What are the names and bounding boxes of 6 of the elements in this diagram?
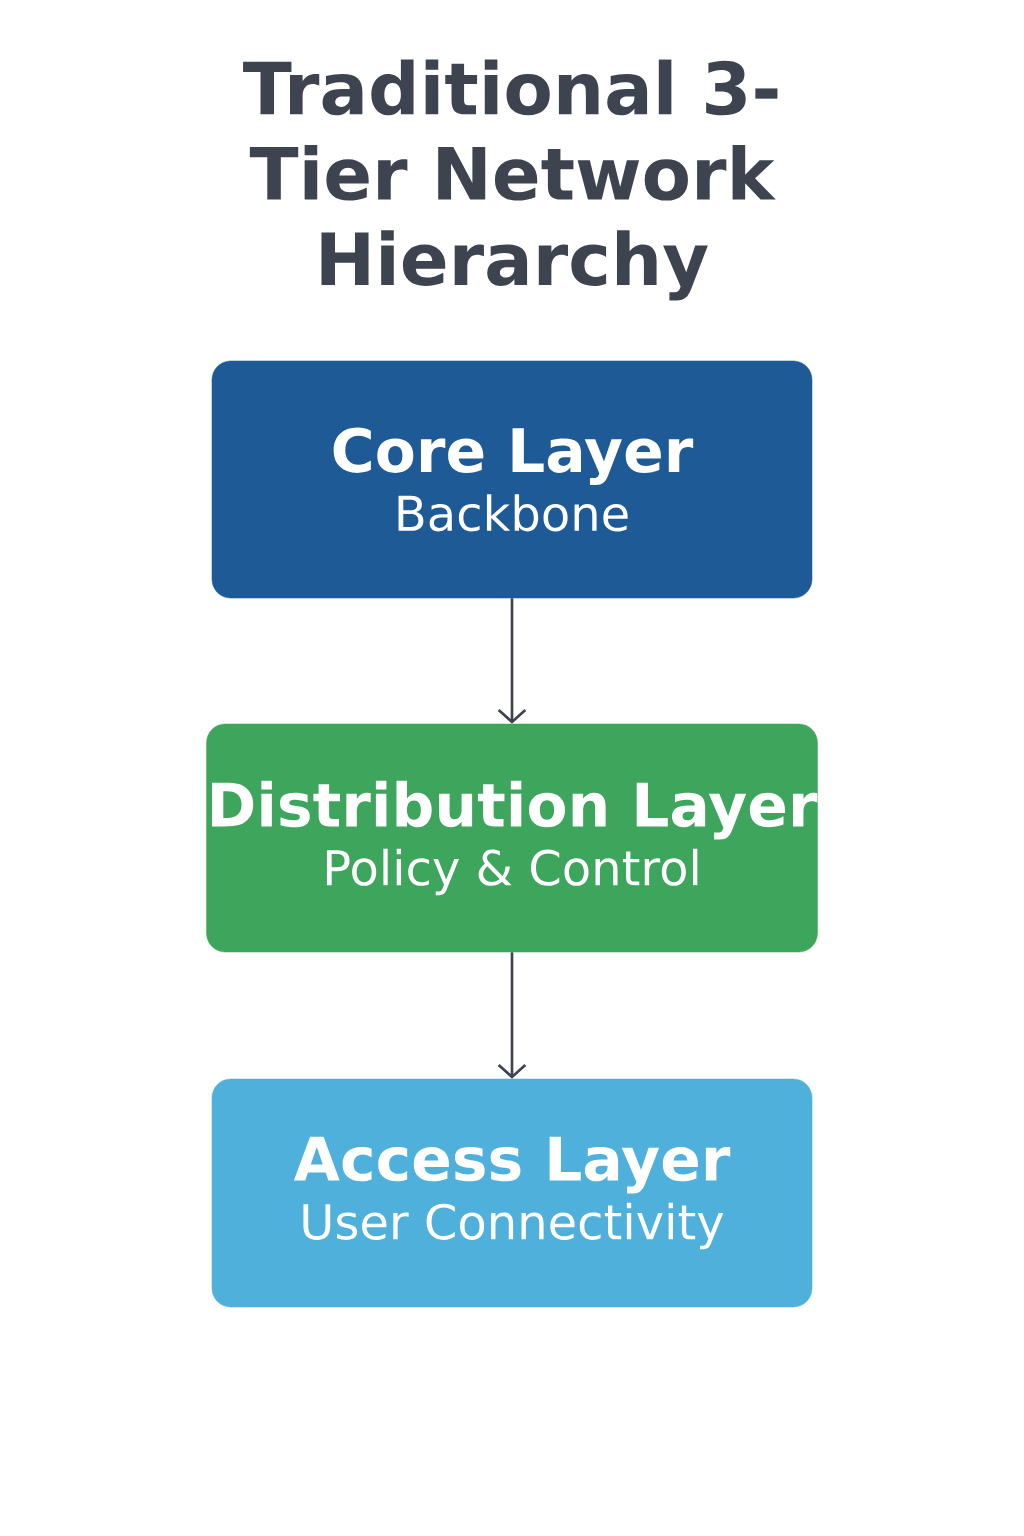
layer-box: Distribution Layer Policy & Control <box>206 723 818 953</box>
arrow <box>497 952 527 1079</box>
arrow <box>497 598 527 724</box>
title: Traditional 3-Tier Network Hierarchy <box>243 59 778 301</box>
layer-box: Core Layer Backbone <box>211 360 813 599</box>
layer-box: Access Layer User Connectivity <box>211 1078 813 1308</box>
